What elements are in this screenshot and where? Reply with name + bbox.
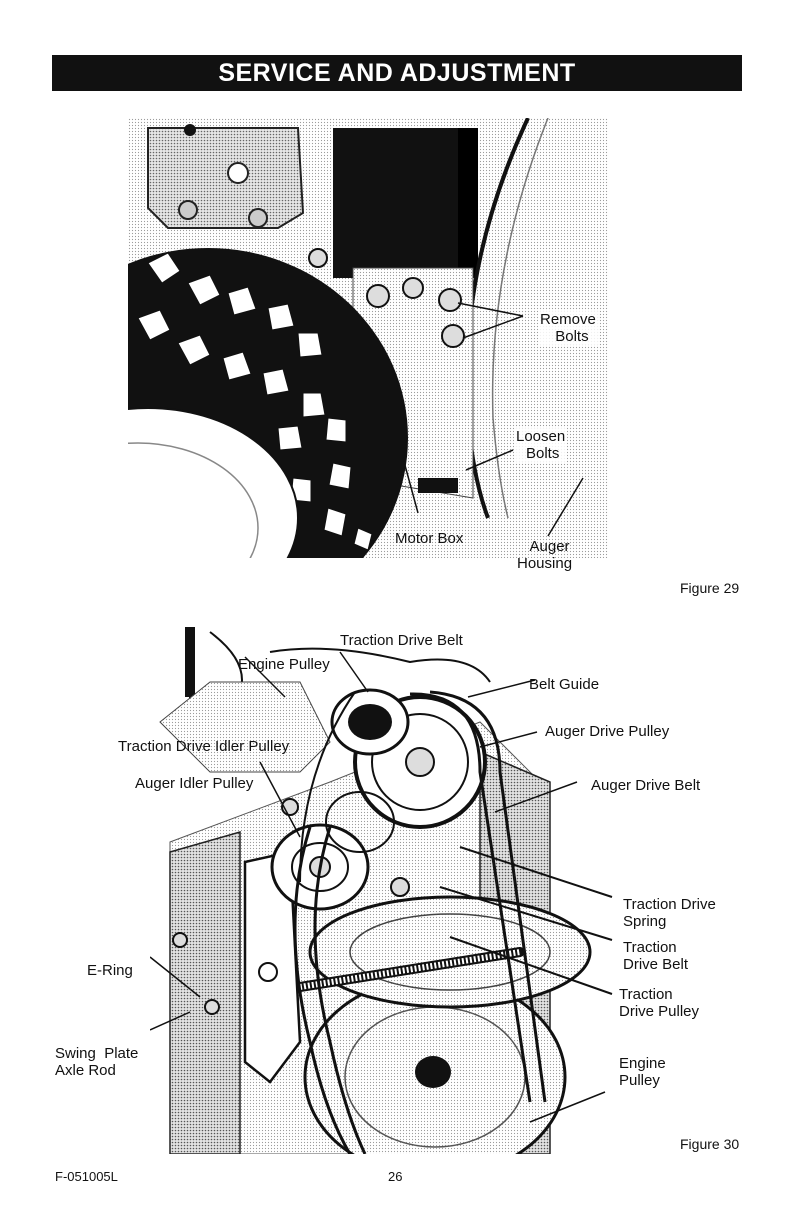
- label-e-ring: E-Ring: [87, 962, 133, 979]
- page-number: 26: [388, 1169, 403, 1184]
- label-auger-idler-pulley: Auger Idler Pulley: [135, 775, 254, 792]
- label-traction-drive-spring: Traction Drive Spring: [623, 896, 716, 930]
- figure-29-illustration: [128, 118, 608, 558]
- section-title-banner: SERVICE AND ADJUSTMENT: [52, 55, 742, 91]
- label-swing-plate-axle-rod: Swing Plate Axle Rod: [55, 1045, 139, 1079]
- label-traction-drive-idler-pulley: Traction Drive Idler Pulley: [118, 738, 290, 755]
- label-auger-drive-pulley: Auger Drive Pulley: [545, 723, 670, 740]
- label-loosen-bolts: Loosen Bolts: [514, 428, 568, 462]
- label-auger-drive-belt: Auger Drive Belt: [591, 777, 701, 794]
- label-traction-drive-pulley: Traction Drive Pulley: [619, 986, 700, 1020]
- label-engine-pulley-top: Engine Pulley: [238, 656, 330, 673]
- label-engine-pulley: Engine Pulley: [619, 1055, 666, 1089]
- label-motor-box: Motor Box: [395, 530, 464, 547]
- label-belt-guide: Belt Guide: [529, 676, 600, 693]
- figure-30-illustration: [150, 627, 613, 1154]
- label-remove-bolts: Remove Bolts: [538, 311, 598, 345]
- document-number: F-051005L: [55, 1169, 118, 1184]
- figure-30-caption: Figure 30: [680, 1136, 740, 1152]
- figure-29-caption: Figure 29: [680, 580, 740, 596]
- label-traction-drive-belt-top: Traction Drive Belt: [340, 632, 463, 649]
- section-title: SERVICE AND ADJUSTMENT: [218, 59, 576, 87]
- label-traction-drive-belt: Traction Drive Belt: [623, 939, 689, 973]
- label-auger-housing: Auger Housing: [517, 538, 573, 572]
